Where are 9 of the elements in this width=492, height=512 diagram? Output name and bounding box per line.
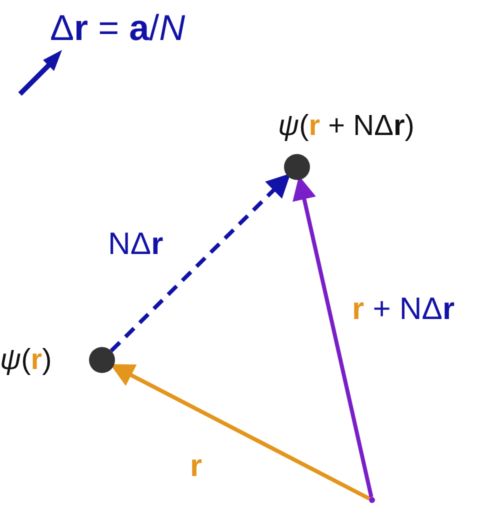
vector-arrow — [110, 364, 370, 500]
edge-label: NΔr — [108, 228, 164, 259]
edge-label: r + NΔr — [352, 293, 455, 324]
dashed-arrow — [110, 173, 291, 352]
vector-origin — [369, 497, 375, 503]
wavefunction-label: ψ(r + NΔr) — [278, 112, 414, 141]
wavefunction-label: ψ(r) — [0, 346, 52, 375]
edge-label: r — [190, 450, 202, 481]
step-formula: Δr = a/N — [50, 10, 186, 46]
